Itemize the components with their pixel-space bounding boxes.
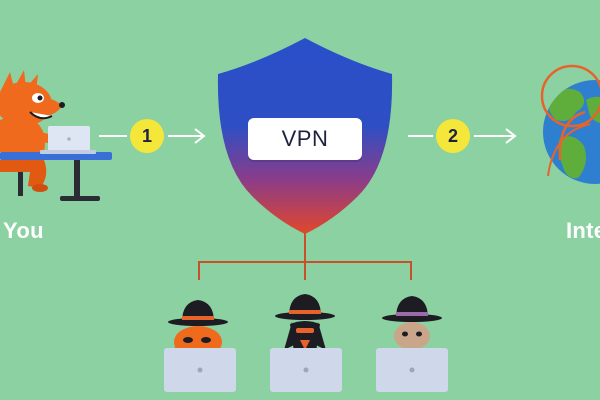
desk-icon [0,152,112,201]
spy-hat-icon [275,294,335,320]
arrow-right-icon [99,128,206,144]
you-label: You [3,218,44,243]
arrow-right-icon [408,128,517,144]
spy-dog-icon [270,294,342,392]
internet-label: Inte [566,218,600,243]
spy-fox-icon [164,300,236,392]
laptop-icon [164,348,236,392]
spy-cat-icon [376,296,448,392]
laptop-icon [376,348,448,392]
spy-hat-icon [168,300,228,326]
step-2-badge: 2 [436,119,470,153]
vpn-label: VPN [248,118,362,160]
laptop-icon [270,348,342,392]
laptop-icon [40,126,96,154]
you-illustration [0,70,112,201]
spy-hat-icon [382,296,442,322]
step-1-badge: 1 [130,119,164,153]
connector-lines [198,228,412,280]
globe-icon [540,64,600,184]
